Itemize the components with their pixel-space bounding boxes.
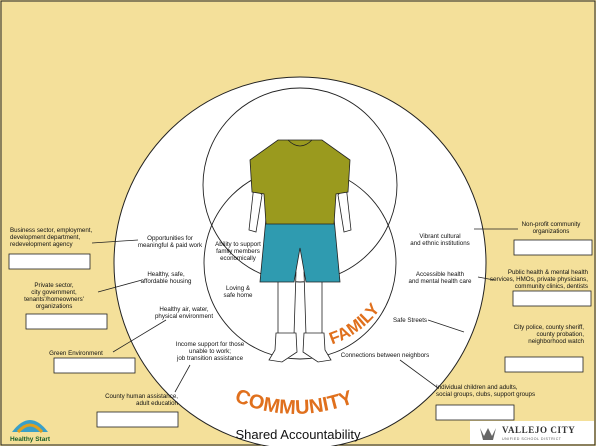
connector-lines bbox=[91, 228, 518, 393]
inner-label: and ethnic institutions bbox=[410, 240, 470, 247]
connector-line bbox=[91, 239, 139, 244]
shirt bbox=[249, 139, 351, 225]
logo-left-text: Healthy Start bbox=[10, 436, 51, 443]
inner-label: family members bbox=[216, 248, 260, 255]
outer-label: social groups, clubs, support groups bbox=[436, 391, 535, 398]
outer-label: County human assistance, bbox=[105, 393, 178, 400]
outer-label: organizations bbox=[36, 303, 73, 310]
inner-label: unable to work; bbox=[189, 348, 231, 355]
healthy-start-logo: Healthy Start bbox=[10, 420, 51, 443]
connector-line bbox=[477, 276, 495, 281]
answer-box[interactable] bbox=[8, 253, 91, 270]
logo-arc-icon bbox=[16, 423, 44, 434]
answer-box[interactable] bbox=[435, 404, 515, 421]
outer-label: services, HMOs, private physicians, bbox=[490, 276, 588, 283]
inner-label: Opportunities for bbox=[147, 235, 193, 242]
inner-label: Healthy, safe, bbox=[147, 271, 185, 278]
answer-box[interactable] bbox=[96, 411, 179, 428]
answer-box[interactable] bbox=[25, 313, 108, 330]
vallejo-sub: UNIFIED SCHOOL DISTRICT bbox=[502, 437, 562, 441]
inner-label: Accessible health bbox=[416, 271, 465, 278]
inner-label: safe home bbox=[224, 292, 253, 299]
answer-box[interactable] bbox=[513, 239, 593, 256]
child-circle bbox=[202, 87, 398, 283]
right-shoe bbox=[302, 332, 332, 363]
answer-box[interactable] bbox=[512, 290, 592, 307]
diagram-title: Shared Accountability bbox=[235, 427, 361, 442]
outer-label: Green Environment bbox=[49, 350, 103, 357]
shirt-collar bbox=[287, 139, 313, 147]
inner-label: Safe Streets bbox=[393, 317, 427, 324]
inner-label: Ability to support bbox=[215, 241, 261, 248]
shorts bbox=[259, 217, 341, 283]
outer-label: Individual children and adults, bbox=[436, 384, 518, 391]
outer-label: development department, bbox=[10, 234, 80, 241]
inner-label: Connections between neighbors bbox=[341, 352, 429, 359]
outer-label: county probation, bbox=[537, 331, 585, 338]
inner-family-labels: Ability to support family members econom… bbox=[215, 241, 261, 299]
outer-right-labels: Non-profit community organizations Publi… bbox=[436, 221, 589, 398]
connector-line bbox=[399, 359, 439, 389]
left-shoe bbox=[268, 332, 298, 363]
outer-label: Private sector, bbox=[34, 282, 73, 289]
connector-line bbox=[427, 319, 465, 333]
inner-label: job transition assistance bbox=[176, 355, 244, 362]
outer-label: organizations bbox=[533, 228, 570, 235]
vallejo-logo: VALLEJO CITY UNIFIED SCHOOL DISTRICT bbox=[470, 421, 594, 444]
inner-left-labels: Opportunities for meaningful & paid work… bbox=[138, 235, 245, 362]
inner-label: Vibrant cultural bbox=[419, 233, 460, 240]
outer-label: community clinics, dentists bbox=[515, 283, 588, 290]
inner-label: Loving & bbox=[226, 285, 251, 292]
outer-label: neighborhood watch bbox=[528, 338, 584, 345]
child-figure bbox=[248, 139, 352, 363]
answer-box[interactable] bbox=[53, 357, 136, 374]
outer-label: City police, county sheriff, bbox=[514, 324, 585, 331]
inner-label: meaningful & paid work bbox=[138, 242, 203, 249]
outer-left-labels: Business sector, employment, development… bbox=[10, 227, 179, 407]
vallejo-name: VALLEJO CITY bbox=[502, 425, 575, 435]
outer-label: Non-profit community bbox=[522, 221, 582, 228]
answer-boxes bbox=[8, 239, 593, 428]
crest-icon bbox=[480, 428, 496, 440]
outer-label: city government, bbox=[31, 289, 77, 296]
outer-label: redevelopment agency bbox=[10, 241, 74, 248]
outer-label: Business sector, employment, bbox=[10, 227, 92, 234]
inner-label: Income support for those bbox=[176, 341, 245, 348]
inner-right-labels: Vibrant cultural and ethnic institutions… bbox=[341, 233, 472, 359]
inner-label: economically bbox=[220, 255, 257, 262]
connector-line bbox=[97, 279, 143, 293]
connector-line bbox=[112, 319, 167, 353]
outer-label: tenants'/homeowners' bbox=[24, 296, 84, 303]
vallejo-logo-bg bbox=[470, 421, 594, 444]
inner-label: Healthy air, water, bbox=[159, 306, 208, 313]
inner-label: and mental health care bbox=[409, 278, 473, 285]
outer-label: adult education bbox=[136, 400, 179, 407]
inner-label: physical environment bbox=[155, 313, 213, 320]
outer-label: Public health & mental health bbox=[508, 269, 589, 276]
connector-line bbox=[174, 364, 191, 393]
inner-label: affordable housing bbox=[141, 278, 192, 285]
answer-box[interactable] bbox=[504, 356, 584, 373]
